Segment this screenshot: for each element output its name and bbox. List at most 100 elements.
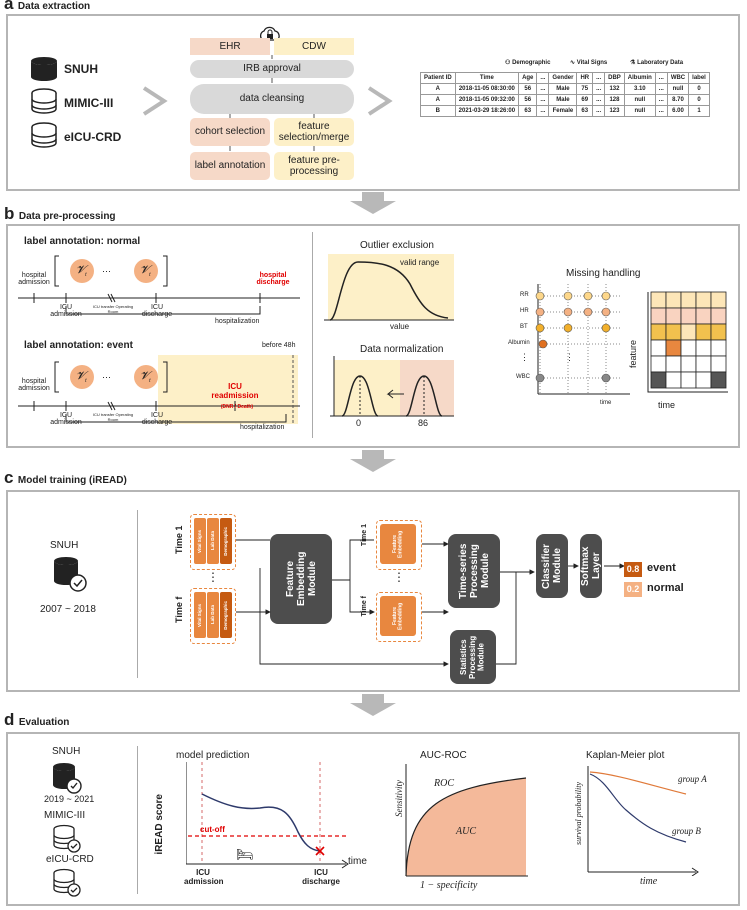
down-arrow-icon bbox=[350, 450, 396, 472]
workflow-arrows bbox=[229, 55, 315, 151]
icu-readmission: ICU readmission bbox=[211, 382, 259, 400]
heatmap-cell bbox=[650, 291, 667, 309]
col-gender: Gender bbox=[548, 72, 578, 84]
col-patient-id: Patient ID bbox=[420, 72, 456, 84]
table-cell: 2018-11-05 09:32:00 bbox=[454, 94, 520, 106]
heatmap-cell bbox=[650, 323, 667, 341]
cleansing-box: data cleansing bbox=[190, 84, 354, 114]
table-cell: 63 bbox=[518, 105, 538, 117]
section-c-header: c Model training (iREAD) bbox=[4, 468, 127, 488]
input-feature-block: Vital Signs bbox=[194, 592, 206, 638]
person-icon: ⚇ bbox=[505, 60, 511, 66]
table-cell: Male bbox=[548, 83, 578, 95]
cdw-box: CDW bbox=[274, 38, 354, 55]
section-d-header: d Evaluation bbox=[4, 710, 69, 730]
col-hr: HR bbox=[576, 72, 594, 84]
hospital-admission: hospital admission bbox=[18, 378, 50, 392]
database-check-icon bbox=[54, 557, 87, 592]
heatmap-cell bbox=[710, 291, 727, 309]
heatmap-cell bbox=[665, 323, 682, 341]
input-feature-label: Demographic bbox=[222, 526, 228, 556]
chevron-right-icon bbox=[367, 86, 393, 116]
table-cell: ... bbox=[654, 83, 668, 95]
time-label: time bbox=[348, 856, 367, 867]
feature-preprocessing-box: feature pre-processing bbox=[274, 152, 354, 180]
table-cell: 0 bbox=[688, 83, 710, 95]
km-plot bbox=[587, 766, 699, 876]
vf-symbol: 𝓥t bbox=[140, 264, 151, 279]
heatmap-cell bbox=[665, 371, 682, 389]
section-letter: c bbox=[4, 468, 14, 487]
model-connections bbox=[236, 539, 625, 667]
table-cell: 63 bbox=[576, 105, 594, 117]
sensitivity-label: Sensitivity bbox=[394, 780, 404, 817]
input-feature-label: Lab Data bbox=[209, 531, 215, 551]
divider bbox=[312, 232, 313, 438]
heatmap-cell bbox=[695, 323, 712, 341]
input-stack-tf bbox=[190, 588, 236, 644]
softmax-layer: Softmax Layer bbox=[580, 534, 602, 598]
specificity-label: 1 − specificity bbox=[420, 880, 478, 891]
survival-label: survival probability bbox=[574, 782, 583, 846]
before-48h: before 48h bbox=[262, 342, 296, 349]
table-cell: Female bbox=[548, 105, 578, 117]
tick-86: 86 bbox=[418, 418, 429, 428]
icu-admission: ICU admission bbox=[184, 868, 224, 886]
panel-model-training bbox=[6, 490, 740, 692]
event-prob: 0.8 bbox=[624, 562, 642, 577]
col-time: Time bbox=[454, 72, 520, 84]
irb-box: IRB approval bbox=[190, 60, 354, 78]
table-cell: 8.70 bbox=[666, 94, 690, 106]
feature-hr: HR bbox=[520, 308, 529, 314]
heatmap-cell bbox=[710, 307, 727, 325]
heatmap-cell bbox=[665, 291, 682, 309]
section-title: Data pre-processing bbox=[18, 211, 116, 222]
table-cell: 123 bbox=[604, 105, 625, 117]
table-header-row: Patient ID Time Age ... Gender HR ... DB… bbox=[420, 72, 710, 84]
normalization-plot bbox=[330, 356, 454, 417]
section-letter: d bbox=[4, 710, 15, 729]
group-a: group A bbox=[678, 774, 707, 784]
d-source-eicu: eICU-CRD bbox=[46, 854, 94, 865]
col-age: Age bbox=[518, 72, 538, 84]
heatmap-cell bbox=[650, 355, 667, 373]
time-1-label: Time 1 bbox=[174, 525, 184, 555]
normal-prob: 0.2 bbox=[624, 582, 642, 597]
section-b-header: b Data pre-processing bbox=[4, 204, 116, 224]
heatmap-cell bbox=[650, 339, 667, 357]
down-arrow-icon bbox=[350, 694, 396, 716]
table-cell: null bbox=[623, 94, 656, 106]
heatmap-cell bbox=[680, 291, 697, 309]
table-cell: ... bbox=[536, 105, 550, 117]
heatmap-cell bbox=[680, 355, 697, 373]
feature-albumin: Albumin bbox=[508, 340, 530, 346]
table-cell: 132 bbox=[604, 83, 625, 95]
heatmap-cell bbox=[680, 307, 697, 325]
vf-symbol: 𝓥t bbox=[140, 370, 151, 385]
cutoff-label: cut-off bbox=[200, 825, 225, 834]
score-label: iREAD score bbox=[154, 794, 165, 855]
table-cell: 75 bbox=[576, 83, 594, 95]
feature-embedding-tf: Feature Embedding bbox=[380, 596, 416, 636]
time-label: time bbox=[658, 400, 676, 410]
roc-label: ROC bbox=[434, 778, 454, 789]
table-cell: 56 bbox=[518, 83, 538, 95]
table-cell: 2018-11-05 08:30:00 bbox=[454, 83, 520, 95]
table-cell: null bbox=[623, 105, 656, 117]
auc-label: AUC bbox=[456, 826, 476, 837]
table-cell: ... bbox=[536, 94, 550, 106]
hospital-discharge: hospital discharge bbox=[256, 272, 290, 286]
input-feature-label: Demographic bbox=[222, 600, 228, 630]
section-title: Data extraction bbox=[17, 1, 91, 12]
event-title: label annotation: event bbox=[24, 340, 133, 351]
auc-title: AUC-ROC bbox=[420, 750, 467, 761]
col-albumin: Albumin bbox=[623, 72, 656, 84]
classifier-module: Classifier Module bbox=[536, 534, 568, 598]
feature-embedding-module: Feature Embedding Module bbox=[270, 534, 332, 624]
icu-admission: ICU admission bbox=[50, 412, 82, 426]
table-cell: 1 bbox=[688, 105, 710, 117]
section-a-header: a Data extraction bbox=[4, 0, 90, 14]
